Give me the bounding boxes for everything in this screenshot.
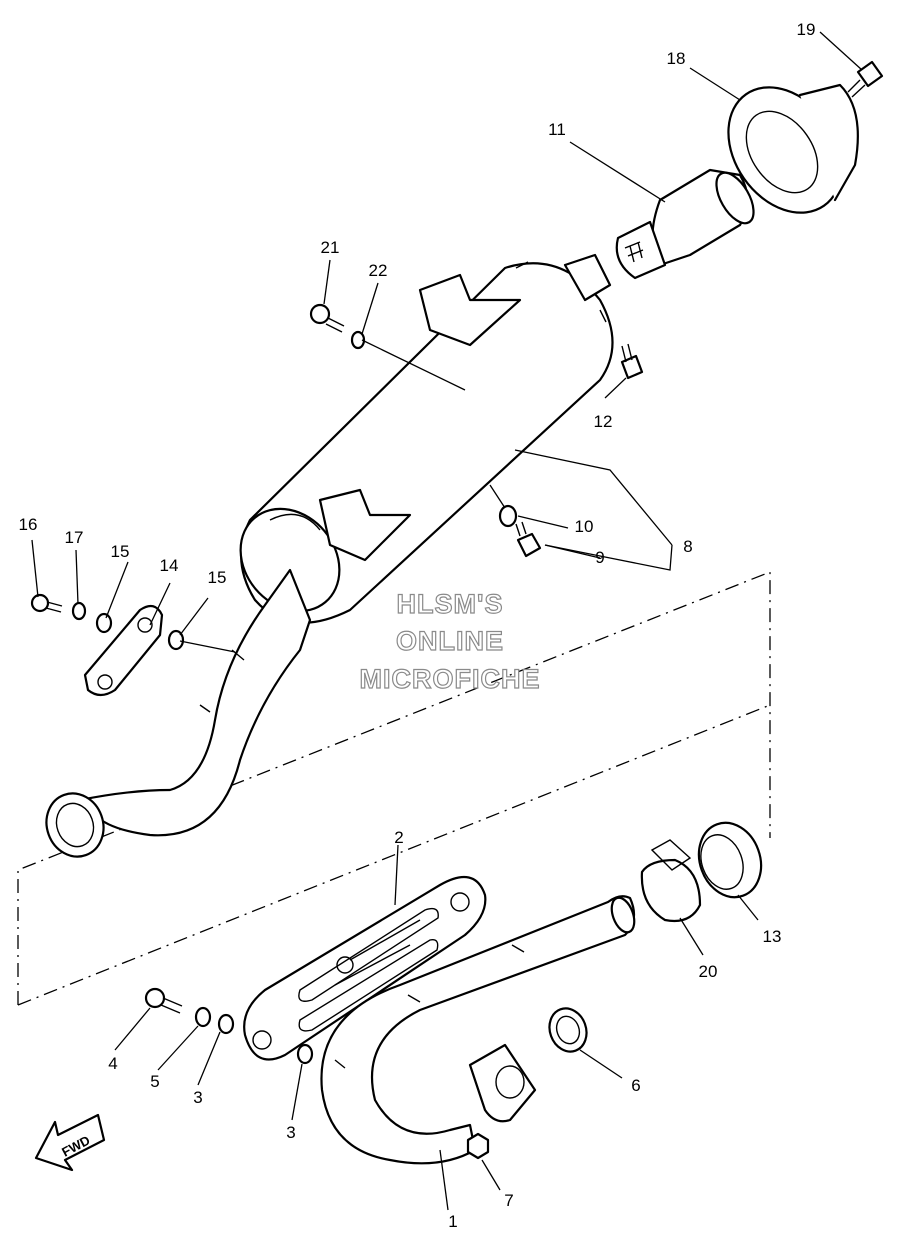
callout-19: 19 bbox=[797, 20, 816, 39]
callout-8: 8 bbox=[683, 537, 692, 556]
callout-20: 20 bbox=[699, 962, 718, 981]
callout-4: 4 bbox=[108, 1054, 117, 1073]
callout-11: 11 bbox=[548, 120, 566, 139]
watermark-line-1: HLSM'S bbox=[397, 589, 504, 619]
callout-12: 12 bbox=[594, 412, 613, 431]
callout-7: 7 bbox=[504, 1191, 513, 1210]
callout-13: 13 bbox=[763, 927, 782, 946]
watermark-line-2: ONLINE bbox=[396, 626, 504, 656]
callout-22: 22 bbox=[369, 261, 388, 280]
fwd-arrow-icon: FWD bbox=[34, 1113, 106, 1172]
spark-arrester bbox=[615, 168, 755, 280]
exhaust-clamp bbox=[640, 839, 702, 923]
gasket-inner bbox=[555, 1015, 581, 1045]
leader-lines bbox=[31, 31, 863, 1211]
callout-21: 21 bbox=[321, 238, 340, 257]
callout-6: 6 bbox=[631, 1076, 640, 1095]
callout-3a: 3 bbox=[193, 1088, 202, 1107]
muffler-body bbox=[239, 253, 614, 624]
muffler-inlet-pipe bbox=[45, 568, 312, 858]
callout-17: 17 bbox=[65, 528, 84, 547]
callout-10: 10 bbox=[575, 517, 594, 536]
muffler-end-cap bbox=[727, 83, 859, 214]
callout-1: 1 bbox=[448, 1212, 457, 1231]
joint-ring bbox=[697, 821, 763, 899]
gasket bbox=[548, 1007, 588, 1053]
callout-9: 9 bbox=[595, 548, 604, 567]
fasteners bbox=[30, 60, 884, 1065]
callout-2: 2 bbox=[394, 828, 403, 847]
heat-protector bbox=[243, 875, 487, 1061]
callout-5: 5 bbox=[150, 1072, 159, 1091]
exhaust-header-pipe bbox=[320, 895, 636, 1165]
callout-15b: 15 bbox=[208, 568, 227, 587]
callout-numbers: 1 2 3 3 4 5 6 7 8 9 10 11 12 13 14 15 15… bbox=[19, 20, 816, 1231]
callout-18: 18 bbox=[667, 49, 686, 68]
callout-15a: 15 bbox=[111, 542, 130, 561]
callout-3b: 3 bbox=[286, 1123, 295, 1142]
header-nut bbox=[466, 1132, 490, 1160]
callout-16: 16 bbox=[19, 515, 38, 534]
watermark-line-3: MICROFICHE bbox=[360, 664, 541, 694]
muffler-bracket bbox=[83, 604, 164, 697]
assembly-outline bbox=[17, 571, 771, 1006]
callout-14: 14 bbox=[160, 556, 179, 575]
watermark: HLSM'S ONLINE MICROFICHE bbox=[359, 588, 541, 694]
